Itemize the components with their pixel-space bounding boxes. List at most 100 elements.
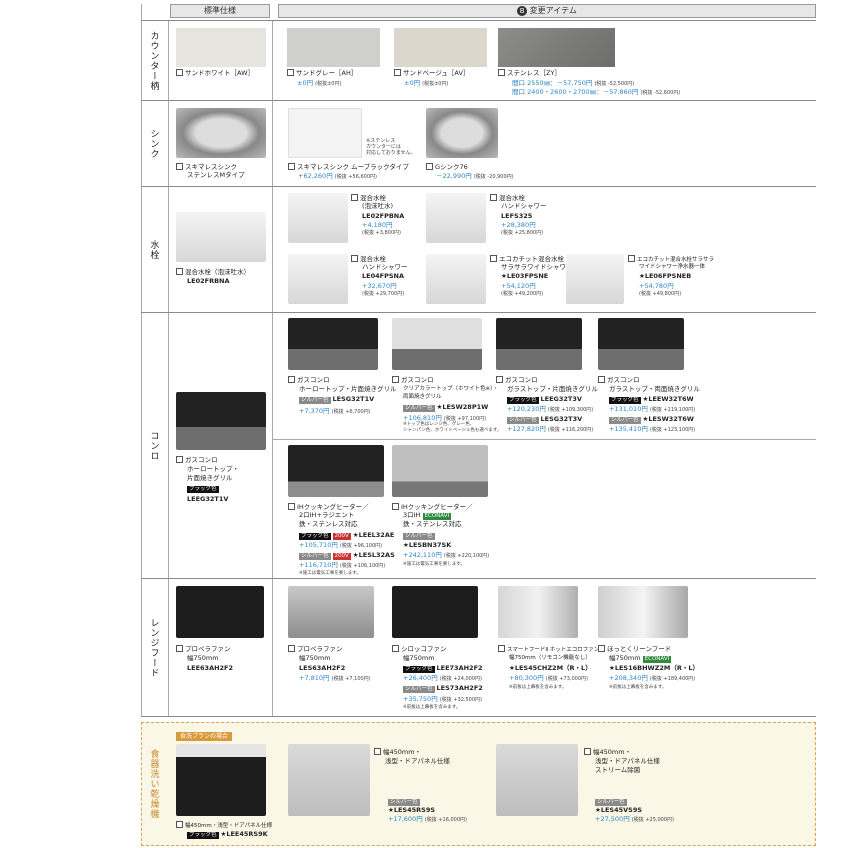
stove-opt-g1[interactable]: ガスコンロ	[288, 376, 330, 384]
color-badge: ブラック色	[403, 666, 435, 673]
checkbox[interactable]	[374, 748, 381, 755]
color-badge: ブラック色	[299, 533, 331, 540]
hood-code: ★LES45CHZ2M（R・L）	[509, 664, 592, 672]
price-note: (税抜 +3,800円)	[362, 230, 401, 236]
checkbox[interactable]	[598, 376, 605, 383]
checkbox[interactable]	[176, 456, 183, 463]
faucet-code: LE02FPBNA	[362, 212, 405, 220]
sink-g76-image	[426, 108, 498, 158]
checkbox[interactable]	[496, 376, 503, 383]
checkbox[interactable]	[287, 69, 294, 76]
checkbox[interactable]	[176, 821, 183, 828]
econavi-badge: ECONAVI	[422, 513, 452, 520]
checkbox[interactable]	[490, 255, 497, 262]
stove-std[interactable]: ガスコンロ	[176, 456, 218, 464]
checkbox[interactable]	[176, 268, 183, 275]
hood-width: 幅750mm（リモコン機能なし）	[509, 655, 591, 661]
stove-code: LEEG32T1V	[187, 495, 229, 503]
stove-opt-g3[interactable]: ガスコンロ	[496, 376, 538, 384]
checkbox[interactable]	[498, 69, 505, 76]
checkbox[interactable]	[490, 194, 497, 201]
hood-std-image	[176, 586, 264, 638]
price: +242,110円	[403, 551, 442, 559]
econavi-badge: ECONAVI	[642, 656, 672, 663]
stove-desc: 鉄・ステンレス対応	[299, 520, 358, 528]
checkbox[interactable]	[288, 503, 295, 510]
counter-opt-stainless[interactable]: ステンレス［ZY］	[498, 69, 561, 77]
price: +17,600円	[388, 815, 423, 823]
category-dishwasher: 食器洗い乾燥機	[148, 749, 159, 819]
faucet-opt-1[interactable]: 混合水栓	[351, 194, 386, 202]
counter-opt-grey[interactable]: サンドグレー［AH］	[287, 69, 357, 77]
checkbox[interactable]	[288, 376, 295, 383]
stove-ih2-note: ※施工は電気工事を要します。	[403, 562, 465, 567]
price-note: (税抜 +106,100円)	[339, 563, 386, 569]
hood-opt-2[interactable]: シロッコファン	[392, 645, 447, 653]
stove-opt-g4[interactable]: ガスコンロ	[598, 376, 640, 384]
hood-width: 幅750mm	[187, 654, 219, 662]
stove-desc: ホーロートップ・片面焼きグリル	[299, 385, 397, 393]
voltage-badge: 200V	[332, 533, 351, 540]
dishwasher-opt-1[interactable]: 幅450mm・	[374, 748, 421, 756]
price-note: (税抜 -52,500円)	[594, 81, 635, 87]
counter-opt-beige[interactable]: サンドベージュ［AV］	[394, 69, 469, 77]
stove-g4-image	[598, 318, 684, 370]
hood-opt-4[interactable]: ほっとくリーンフード	[598, 645, 671, 653]
stove-opt-g2[interactable]: ガスコンロ	[392, 376, 434, 384]
faucet-std[interactable]: 混合水栓（泡沫吐水）	[176, 268, 250, 276]
hood-code: LEE63AH2F2	[187, 664, 234, 672]
faucet-opt-5[interactable]: エコカチット混合水栓サラサラ	[628, 255, 714, 264]
faucet-opt-4[interactable]: エコカチット混合水栓	[490, 255, 564, 263]
checkbox[interactable]	[598, 645, 605, 652]
stove-desc: 2口IH+ラジエント	[299, 511, 355, 519]
dishwasher-opt-2[interactable]: 幅450mm・	[584, 748, 631, 756]
price: +7,810円	[299, 674, 330, 682]
stove-desc: ガラストップ・両面焼きグリル	[609, 385, 700, 393]
hood-opt-3[interactable]: スマートフードⅡ ホットエコロファン・	[498, 645, 605, 654]
stove-desc: ホーロートップ・	[187, 465, 239, 473]
checkbox[interactable]	[176, 645, 183, 652]
category-faucet: 水栓	[148, 240, 159, 260]
checkbox[interactable]	[351, 194, 358, 201]
price: +4,180円	[362, 221, 393, 229]
hood-h4-image	[598, 586, 688, 638]
stove-desc: クリアカラートップ（ホワイト色※）・	[403, 386, 499, 392]
dishwasher-std-image	[176, 744, 266, 816]
price: +32,670円	[362, 282, 397, 290]
divider	[141, 20, 816, 21]
dishwasher-std[interactable]: 幅450mm・浅型・ドアパネル仕様	[176, 821, 272, 830]
counter-std[interactable]: サンドホワイト［AW］	[176, 69, 254, 77]
price: 間口 2550㎜：－57,750円	[512, 79, 593, 87]
stove-g3-image	[496, 318, 582, 370]
faucet-code: LEFS325	[501, 212, 533, 220]
color-badge: ブラック色	[609, 397, 641, 404]
sink-std[interactable]: スキマレスシンク	[176, 163, 237, 171]
checkbox[interactable]	[392, 645, 399, 652]
faucet-opt-2[interactable]: 混合水栓	[490, 194, 525, 202]
checkbox[interactable]	[498, 645, 505, 652]
checkbox[interactable]	[176, 69, 183, 76]
checkbox[interactable]	[426, 163, 433, 170]
hood-std[interactable]: プロペラファン	[176, 645, 231, 653]
checkbox[interactable]	[288, 645, 295, 652]
stove-opt-ih2[interactable]: IHクッキングヒーター／	[392, 503, 473, 511]
sink-opt-black[interactable]: スキマレスシンク ムーブラックタイプ	[288, 163, 409, 171]
stove-opt-ih1[interactable]: IHクッキングヒーター／	[288, 503, 369, 511]
category-counter: カウンター柄	[148, 31, 159, 91]
price-note: (税抜 -20,900円)	[473, 174, 514, 180]
color-badge: シルバー色	[507, 417, 539, 424]
checkbox[interactable]	[584, 748, 591, 755]
checkbox[interactable]	[628, 255, 635, 262]
category-stove: コンロ	[148, 431, 159, 461]
faucet-opt-3[interactable]: 混合水栓	[351, 255, 386, 263]
hood-opt-1[interactable]: プロペラファン	[288, 645, 343, 653]
checkbox[interactable]	[392, 503, 399, 510]
checkbox[interactable]	[392, 376, 399, 383]
checkbox[interactable]	[394, 69, 401, 76]
checkbox[interactable]	[351, 255, 358, 262]
divider	[141, 186, 816, 187]
checkbox[interactable]	[176, 163, 183, 170]
checkbox[interactable]	[288, 163, 295, 170]
sink-opt-g76[interactable]: Gシンク76	[426, 163, 468, 171]
price: +80,300円	[509, 674, 544, 682]
